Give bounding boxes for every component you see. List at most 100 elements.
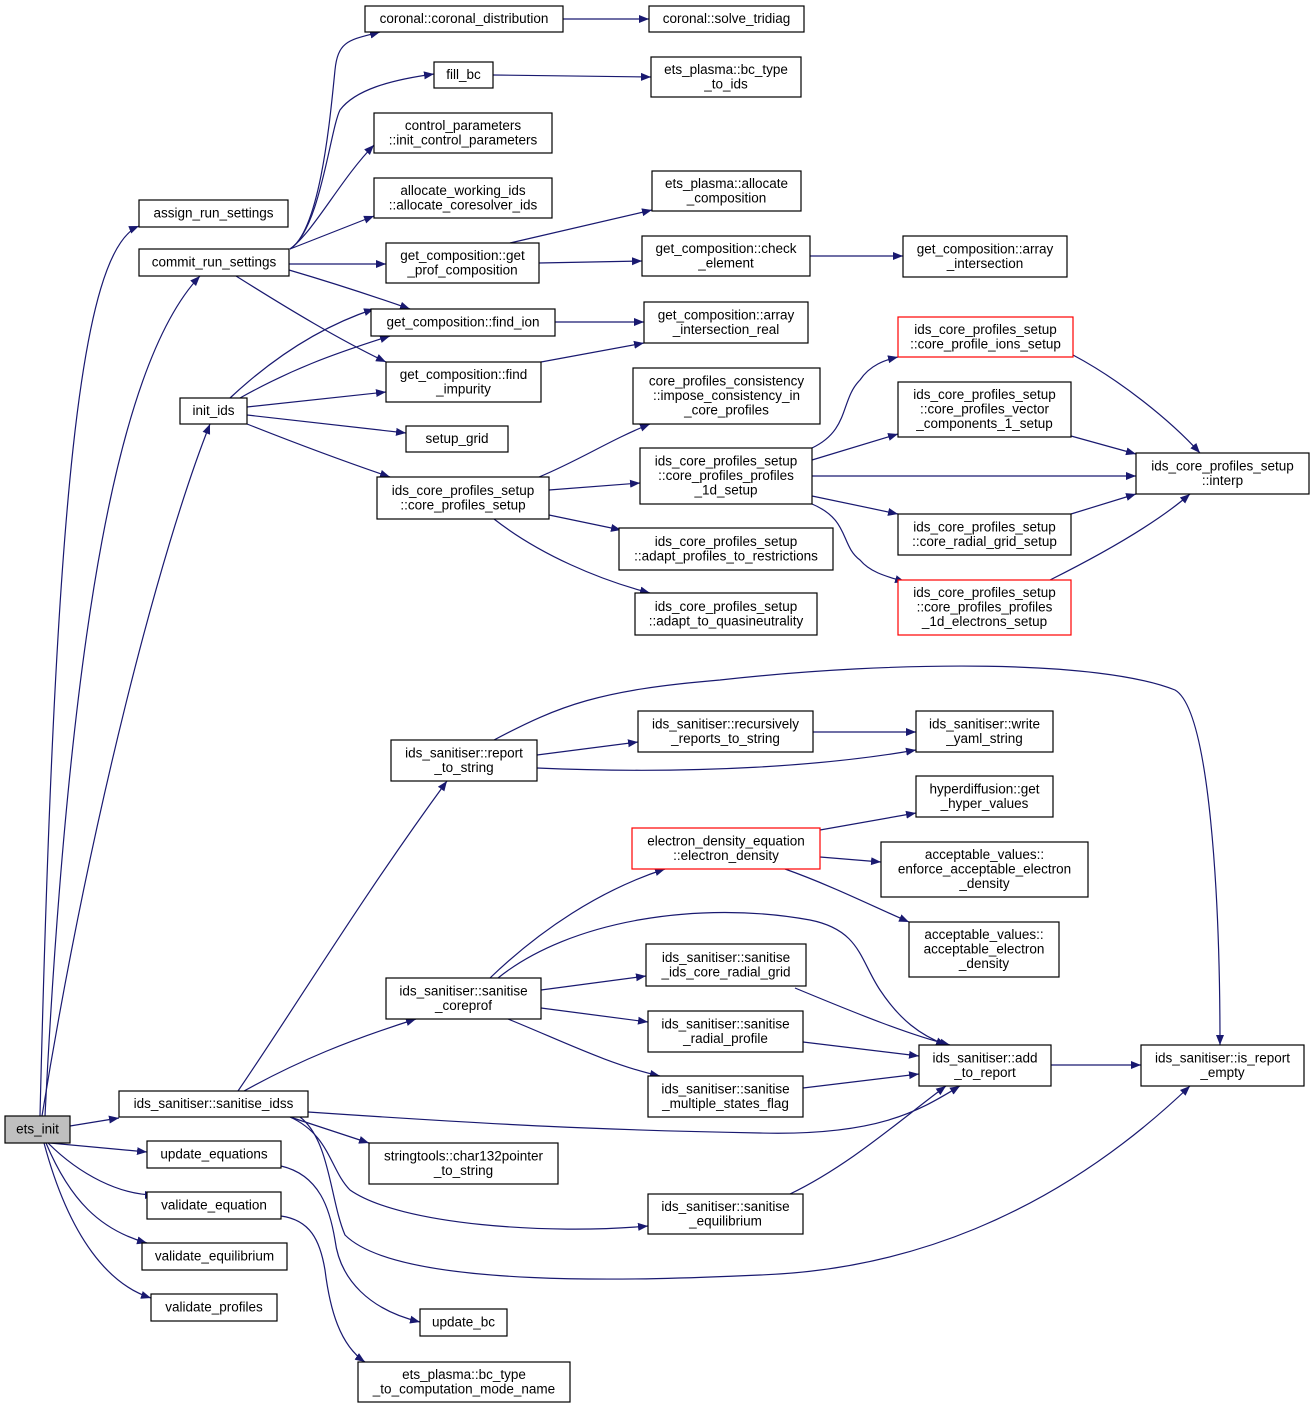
function-node-enforce-acceptable[interactable]: acceptable_values::enforce_acceptable_el… (880, 841, 1089, 898)
function-node-core-profiles-1d-setup[interactable]: ids_core_profiles_setup::core_profiles_p… (639, 447, 813, 505)
node-label: get_composition::check (655, 241, 796, 256)
node-label: ::core_profiles_setup (400, 497, 525, 512)
call-edge (819, 856, 882, 866)
function-node-init-control-parameters[interactable]: control_parameters::init_control_paramet… (373, 112, 553, 154)
function-node-ets-init[interactable]: ets_init (4, 1115, 71, 1144)
function-node-get-hyper-values[interactable]: hyperdiffusion::get_hyper_values (915, 775, 1054, 818)
function-node-init-ids[interactable]: init_ids (179, 397, 248, 425)
function-node-impose-consistency[interactable]: core_profiles_consistency::impose_consis… (632, 367, 821, 425)
function-node-sanitise-idss[interactable]: ids_sanitiser::sanitise_idss (118, 1090, 309, 1118)
call-edge (536, 739, 639, 756)
call-edge (39, 225, 140, 1117)
function-node-core-profile-ions-setup[interactable]: ids_core_profiles_setup::core_profile_io… (897, 316, 1074, 358)
function-node-fill-bc[interactable]: fill_bc (433, 61, 494, 89)
node-box (918, 1044, 1052, 1087)
function-node-acceptable-electron[interactable]: acceptable_values::acceptable_electron_d… (908, 921, 1060, 978)
call-edge (794, 987, 951, 1047)
call-edge (41, 423, 211, 1117)
function-node-electrons-setup[interactable]: ids_core_profiles_setup::core_profiles_p… (897, 579, 1072, 636)
node-label: ::interp (1202, 473, 1243, 488)
node-label: core_profiles_consistency (649, 373, 805, 388)
function-node-find-impurity[interactable]: get_composition::find_impurity (385, 361, 542, 403)
function-node-check-element[interactable]: get_composition::check_element (641, 235, 811, 277)
call-edge (492, 72, 652, 81)
node-box (639, 447, 813, 505)
node-label: ids_core_profiles_setup (392, 483, 535, 498)
node-label: _hyper_values (940, 796, 1029, 811)
function-node-sanitise-coreprof[interactable]: ids_sanitiser::sanitise_coreprof (385, 977, 542, 1020)
node-label: ids_sanitiser::write (929, 716, 1040, 731)
node-label: ids_sanitiser::sanitise_idss (134, 1096, 294, 1111)
function-node-update-bc[interactable]: update_bc (419, 1308, 508, 1337)
node-label: acceptable_electron (924, 942, 1045, 957)
node-label: ets_plasma::allocate (665, 176, 788, 191)
node-label: control_parameters (405, 118, 522, 133)
node-box (631, 827, 821, 870)
function-node-allocate-coresolver-ids[interactable]: allocate_working_ids::allocate_coresolve… (373, 177, 553, 219)
function-node-is-report-empty[interactable]: ids_sanitiser::is_report_empty (1140, 1044, 1305, 1087)
call-edge (540, 973, 647, 991)
function-node-validate-equilibrium[interactable]: validate_equilibrium (141, 1242, 288, 1271)
node-label: update_bc (432, 1315, 495, 1330)
node-box (138, 199, 289, 228)
function-node-adapt-quasineutrality[interactable]: ids_core_profiles_setup::adapt_to_quasin… (634, 592, 818, 636)
node-label: stringtools::char132pointer (384, 1148, 544, 1163)
node-box (364, 5, 564, 33)
call-edge (536, 747, 917, 771)
function-node-sanitise-multiple-states[interactable]: ids_sanitiser::sanitise_multiple_states_… (647, 1075, 804, 1118)
node-label: acceptable_values:: (924, 927, 1043, 942)
function-node-bc-type-to-computation[interactable]: ets_plasma::bc_type_to_computation_mode_… (357, 1361, 571, 1403)
function-node-electron-density[interactable]: electron_density_equation::electron_dens… (631, 827, 821, 870)
function-node-sanitise-equilibrium[interactable]: ids_sanitiser::sanitise_equilibrium (647, 1193, 804, 1235)
function-node-bc-type-to-ids[interactable]: ets_plasma::bc_type_to_ids (650, 56, 802, 98)
node-label: ::adapt_to_quasineutrality (649, 613, 804, 628)
function-node-char132pointer[interactable]: stringtools::char132pointer_to_string (368, 1142, 559, 1185)
call-edges (39, 15, 1224, 1363)
function-node-report-to-string[interactable]: ids_sanitiser::report_to_string (390, 739, 538, 782)
function-node-assign-run-settings[interactable]: assign_run_settings (138, 199, 289, 228)
node-label: ::core_profiles_profiles (658, 468, 794, 483)
function-node-vector-components[interactable]: ids_core_profiles_setup::core_profiles_v… (897, 381, 1072, 438)
node-box (146, 1140, 282, 1169)
function-node-update-equations[interactable]: update_equations (146, 1140, 282, 1169)
function-node-core-profiles-setup[interactable]: ids_core_profiles_setup::core_profiles_s… (376, 476, 550, 520)
node-label: ids_core_profiles_setup (913, 519, 1056, 534)
function-node-get-prof-composition[interactable]: get_composition::get_prof_composition (385, 242, 540, 284)
node-label: coronal::solve_tridiag (663, 11, 791, 26)
function-node-add-to-report[interactable]: ids_sanitiser::add_to_report (918, 1044, 1052, 1087)
node-box (376, 476, 550, 520)
node-label: _1d_setup (693, 483, 757, 498)
function-node-find-ion[interactable]: get_composition::find_ion (370, 308, 556, 337)
function-node-adapt-profiles[interactable]: ids_core_profiles_setup::adapt_profiles_… (618, 527, 834, 571)
function-node-solve-tridiag[interactable]: coronal::solve_tridiag (648, 5, 805, 33)
call-edge (69, 1115, 120, 1127)
call-edge (289, 1116, 649, 1231)
node-box (385, 977, 542, 1020)
node-box (373, 177, 553, 219)
node-box (4, 1115, 71, 1144)
function-node-write-yaml-string[interactable]: ids_sanitiser::write_yaml_string (915, 710, 1054, 753)
call-edge (289, 71, 435, 250)
function-node-coronal-distribution[interactable]: coronal::coronal_distribution (364, 5, 564, 33)
function-node-commit-run-settings[interactable]: commit_run_settings (138, 248, 290, 277)
node-label: ::core_radial_grid_setup (912, 534, 1057, 549)
function-node-array-intersection-real[interactable]: get_composition::array_intersection_real (643, 301, 809, 344)
function-node-core-radial-grid-setup[interactable]: ids_core_profiles_setup::core_radial_gri… (897, 513, 1072, 556)
function-node-sanitise-radial-grid[interactable]: ids_sanitiser::sanitise_ids_core_radial_… (645, 943, 807, 987)
node-label: ids_core_profiles_setup (913, 585, 1056, 600)
function-node-validate-equation[interactable]: validate_equation (146, 1191, 282, 1220)
function-node-validate-profiles[interactable]: validate_profiles (150, 1293, 278, 1322)
node-box (647, 1010, 804, 1053)
node-label: _yaml_string (945, 731, 1023, 746)
node-box (651, 170, 802, 212)
node-label: update_equations (160, 1147, 268, 1162)
node-label: ids_core_profiles_setup (655, 453, 798, 468)
function-node-recursively-reports[interactable]: ids_sanitiser::recursively_reports_to_st… (637, 710, 814, 753)
function-node-setup-grid[interactable]: setup_grid (405, 425, 509, 453)
call-edge (280, 1215, 366, 1363)
function-node-interp[interactable]: ids_core_profiles_setup::interp (1135, 452, 1310, 495)
function-node-sanitise-radial-profile[interactable]: ids_sanitiser::sanitise_radial_profile (647, 1010, 804, 1053)
function-node-array-intersection[interactable]: get_composition::array_intersection (902, 235, 1068, 278)
function-node-allocate-composition[interactable]: ets_plasma::allocate_composition (651, 170, 802, 212)
